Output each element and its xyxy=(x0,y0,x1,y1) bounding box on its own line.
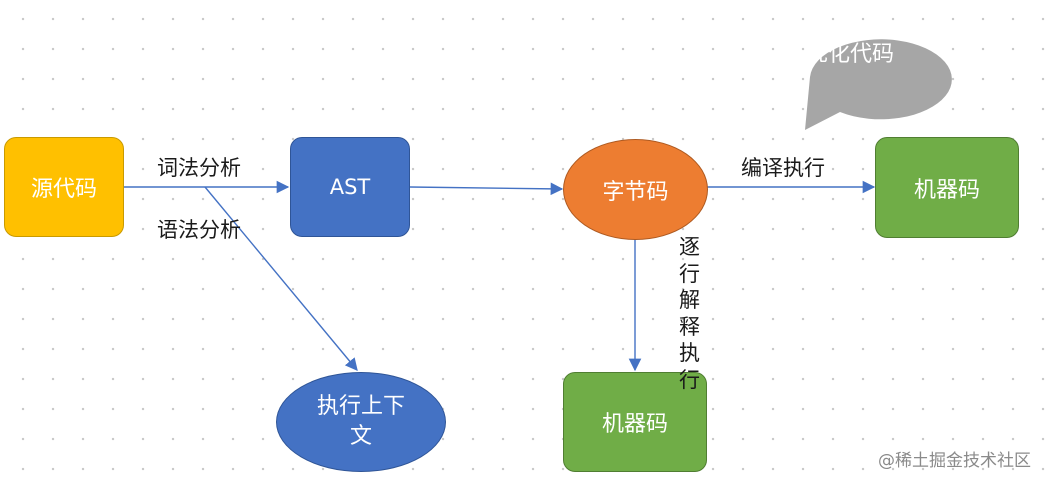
arrow-ast-to-bytecode xyxy=(409,182,564,196)
ast-label: AST xyxy=(329,175,371,199)
optimize-label: 优化代码 xyxy=(805,42,894,67)
arrow-source-to-context xyxy=(204,186,358,371)
syntax-analysis-label: 语法分析 xyxy=(157,218,241,242)
machine-code-bottom-label: 机器码 xyxy=(601,412,668,437)
exec-context-node: 执行上下文 xyxy=(276,372,446,472)
ast-node: AST xyxy=(290,137,410,237)
speech-bubble-shape xyxy=(805,39,952,130)
interpret-label: 逐行解释执行 xyxy=(679,235,700,392)
machine-code-bottom-node: 机器码 xyxy=(563,372,707,472)
lexical-analysis-label: 词法分析 xyxy=(157,156,241,180)
bytecode-node: 字节码 xyxy=(563,139,708,240)
compile-exec-label: 编译执行 xyxy=(741,156,825,180)
exec-context-label: 执行上下文 xyxy=(316,394,405,449)
optimize-bubble: 优化代码 xyxy=(775,22,925,82)
source-code-node: 源代码 xyxy=(4,137,124,237)
watermark: @稀土掘金技术社区 xyxy=(878,451,1031,471)
bytecode-label: 字节码 xyxy=(602,179,669,205)
machine-code-top-node: 机器码 xyxy=(875,137,1019,238)
machine-code-top-label: 机器码 xyxy=(913,177,980,203)
source-code-label: 源代码 xyxy=(30,177,97,202)
